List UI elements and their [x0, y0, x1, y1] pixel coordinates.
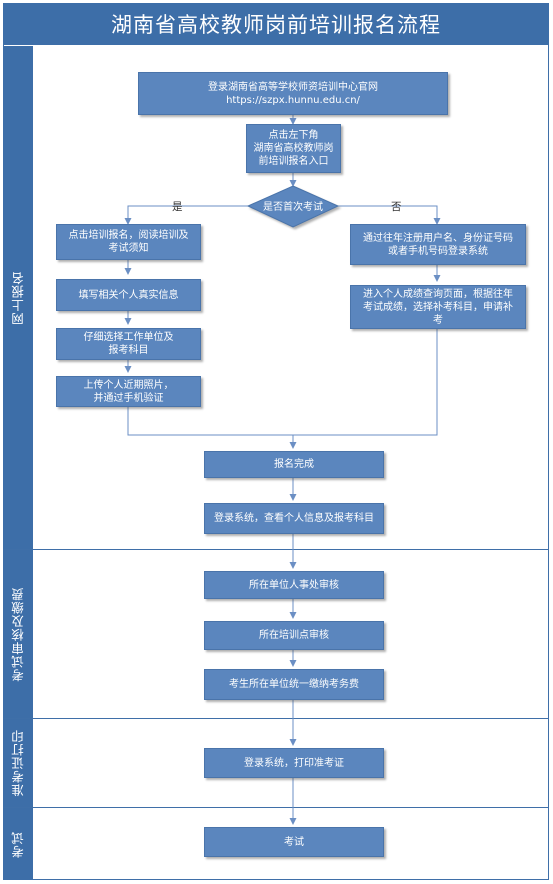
step-pay-fee: 考生所在单位统一缴纳考务费 [204, 669, 384, 700]
step-text: 考试成绩，选择补考科目，申请补 [363, 301, 513, 313]
step-text: 或者手机号码登录系统 [388, 245, 488, 257]
step-text: 通过往年注册用户名、身份证号码 [363, 232, 513, 244]
branch-label-no: 否 [391, 201, 402, 213]
step-text: https://szpx.hunnu.edu.cn/ [226, 94, 360, 106]
step-text: 考生所在单位统一缴纳考务费 [229, 679, 359, 690]
step-text: 考试须知 [108, 243, 149, 254]
step-check-info: 登录系统，查看个人信息及报考科目 [204, 503, 384, 534]
step-registration-complete: 报名完成 [204, 451, 384, 478]
connector-arrow-no [338, 205, 441, 225]
step-text: 点击左下角 [268, 130, 319, 141]
decision-diamond [246, 185, 340, 228]
step-read-notice: 点击培训报名，阅读培训及 考试须知 [56, 224, 201, 260]
step-text: 上传个人近期照片， [83, 379, 174, 391]
step-unit-review: 所在单位人事处审核 [204, 571, 384, 599]
step-text: 仔细选择工作单位及 [83, 332, 174, 343]
step-text: 报名完成 [274, 459, 314, 470]
step-text: 报考科目 [108, 345, 149, 356]
decision-label: 是否首次考试 [263, 200, 323, 213]
step-text: 登录系统，打印准考证 [244, 757, 344, 769]
step-print-ticket: 登录系统，打印准考证 [204, 748, 384, 778]
step-choose-unit: 仔细选择工作单位及 报考科目 [56, 328, 201, 360]
lane-divider [3, 718, 549, 719]
step-text: 并通过手机验证 [93, 392, 164, 404]
branch-label-yes: 是 [172, 201, 183, 213]
step-text: 考试 [284, 836, 304, 848]
step-upload-photo: 上传个人近期照片， 并通过手机验证 [56, 376, 201, 407]
connector-merge-right [293, 329, 438, 436]
step-text: 登录系统，查看个人信息及报考科目 [214, 513, 374, 524]
lane-label-online-registration: 网上报名 [3, 46, 33, 549]
step-text: 登录湖南省高等学校师资培训中心官网 [208, 81, 378, 93]
connector-arrow-yes [124, 205, 248, 225]
step-click-entry: 点击左下角 湖南省高校教师岗 前培训报名入口 [246, 124, 341, 173]
step-text: 湖南省高校教师岗 [253, 143, 334, 154]
lane-label-ticket-printing: 准考证打印 [3, 719, 33, 807]
lane-label-review-payment: 考试审核及缴费 [3, 550, 33, 718]
page-title: 湖南省高校教师岗前培训报名流程 [3, 3, 549, 45]
step-text: 填写相关个人真实信息 [78, 289, 179, 301]
step-text: 进入个人成绩查询页面，根据往年 [363, 288, 513, 300]
step-login-website: 登录湖南省高等学校师资培训中心官网 https://szpx.hunnu.edu… [138, 72, 448, 115]
lane-label-exam: 考试 [3, 808, 33, 880]
step-text: 考 [433, 314, 443, 326]
step-text: 点击培训报名，阅读培训及 [68, 230, 189, 241]
step-text: 所在单位人事处审核 [249, 579, 339, 591]
step-exam: 考试 [204, 827, 384, 857]
step-text: 所在培训点审核 [259, 630, 329, 641]
step-login-existing: 通过往年注册用户名、身份证号码 或者手机号码登录系统 [350, 224, 526, 265]
lane-divider [3, 549, 549, 550]
connector-merge-left [127, 407, 293, 436]
step-fill-info: 填写相关个人真实信息 [56, 279, 201, 311]
lane-divider [3, 807, 549, 808]
step-text: 前培训报名入口 [258, 156, 329, 167]
step-query-scores: 进入个人成绩查询页面，根据往年 考试成绩，选择补考科目，申请补 考 [350, 285, 526, 329]
step-site-review: 所在培训点审核 [204, 621, 384, 650]
